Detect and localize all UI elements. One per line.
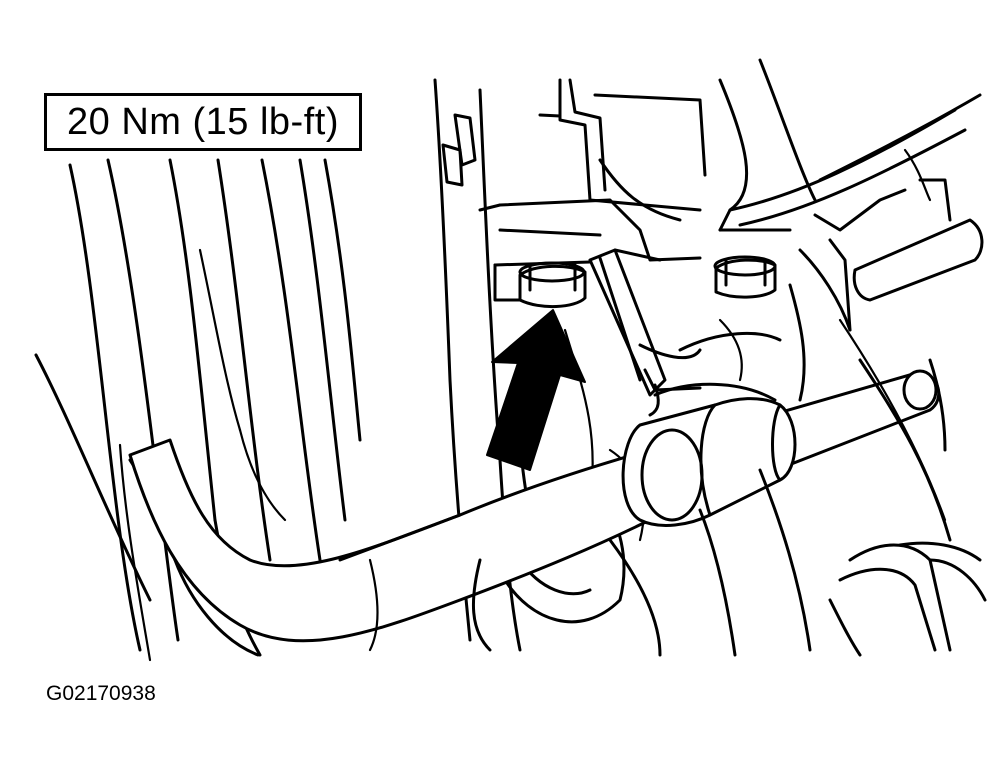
tire-outline bbox=[34, 158, 362, 662]
torque-spec-label: 20 Nm (15 lb-ft) bbox=[67, 100, 339, 143]
flange-bolts bbox=[493, 255, 777, 309]
lower-components bbox=[368, 318, 987, 657]
arrow-icon bbox=[486, 309, 586, 471]
figure-id-label: G02170938 bbox=[46, 682, 156, 705]
stabilizer-link bbox=[588, 248, 806, 417]
upper-right-components bbox=[718, 58, 984, 332]
torque-spec-callout: 20 Nm (15 lb-ft) bbox=[44, 93, 362, 151]
stabilizer-bushing bbox=[621, 382, 797, 527]
